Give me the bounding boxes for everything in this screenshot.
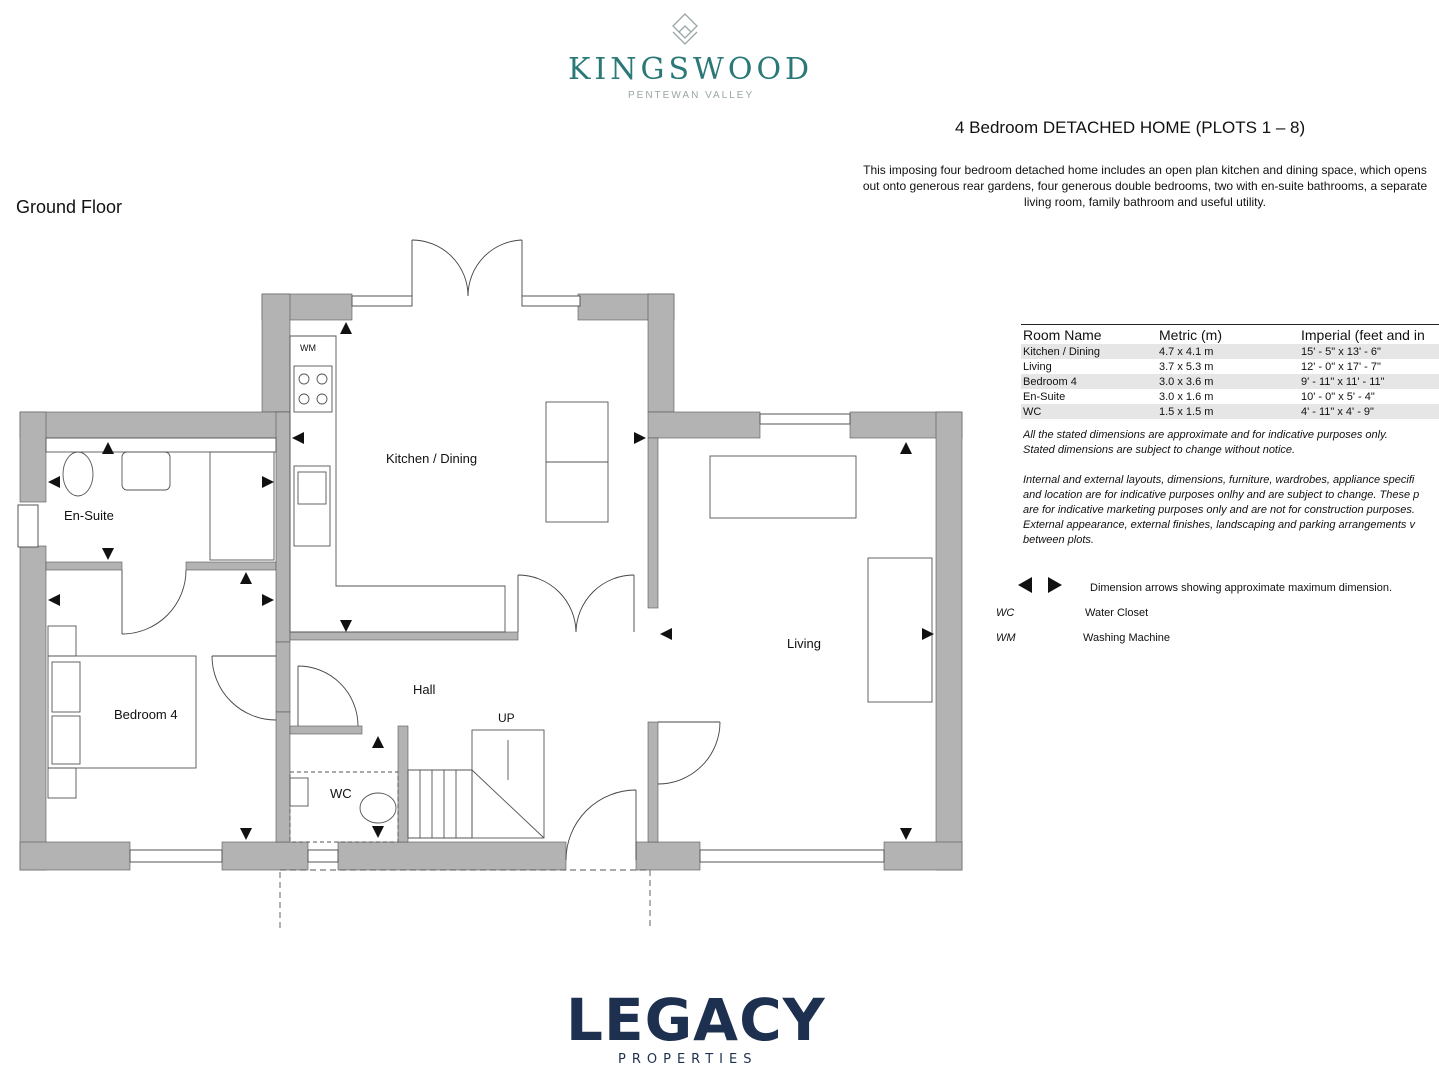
legacy-brand-name: LEGACY bbox=[566, 986, 826, 1054]
walls bbox=[19, 293, 963, 871]
table-cell: 12' - 0" x 17' - 7" bbox=[1301, 360, 1381, 373]
dimensions-table-wrap: Room Name Metric (m) Imperial (feet and … bbox=[1021, 324, 1439, 419]
table-cell: 15' - 5" x 13' - 6" bbox=[1299, 344, 1439, 359]
table-cell: WC bbox=[1021, 404, 1157, 419]
table-cell: 4.7 x 4.1 m bbox=[1157, 344, 1299, 359]
kingswood-emblem-icon bbox=[672, 13, 698, 45]
legend-wc-text: Water Closet bbox=[1085, 607, 1149, 619]
header-metric: Metric (m) bbox=[1157, 324, 1299, 344]
note-line: External appearance, external finishes, … bbox=[1023, 519, 1415, 531]
table-cell: 3.0 x 3.6 m bbox=[1157, 374, 1299, 389]
table-cell: 9' - 11" x 11' - 11" bbox=[1299, 374, 1439, 389]
living-label: Living bbox=[787, 636, 821, 651]
header-imperial: Imperial (feet and in bbox=[1299, 324, 1439, 344]
legend-wc-key: WC bbox=[996, 607, 1015, 619]
note-line: between plots. bbox=[1023, 534, 1094, 546]
table-cell: 3.7 x 5.3 m bbox=[1159, 360, 1214, 373]
table-cell: 1.5 x 1.5 m bbox=[1157, 404, 1299, 419]
table-cell: Living bbox=[1023, 360, 1052, 373]
note-line: All the stated dimensions are approximat… bbox=[1023, 429, 1388, 441]
floor-title: Ground Floor bbox=[16, 197, 123, 217]
doors bbox=[121, 239, 721, 861]
table-cell: 3.0 x 1.6 m bbox=[1159, 390, 1214, 403]
table-cell: 10' - 0" x 5' - 4" bbox=[1301, 390, 1375, 403]
note-line: and location are for indicative purposes… bbox=[1023, 489, 1420, 501]
kingswood-brand-name: KINGSWOOD bbox=[568, 52, 814, 87]
note-line: Internal and external layouts, dimension… bbox=[1023, 474, 1415, 486]
ensuite-label: En-Suite bbox=[64, 508, 114, 523]
wm-label: WM bbox=[300, 343, 316, 353]
table-row: En-Suite 3.0 x 1.6 m 10' - 0" x 5' - 4" bbox=[1021, 389, 1439, 404]
fixtures bbox=[45, 335, 933, 930]
stairs-up-label: UP bbox=[498, 711, 515, 725]
legacy-brand-sub: PROPERTIES bbox=[618, 1052, 758, 1067]
table-cell: En-Suite bbox=[1023, 390, 1066, 403]
table-row: Bedroom 4 3.0 x 3.6 m 9' - 11" x 11' - 1… bbox=[1021, 374, 1439, 389]
kingswood-logo: KINGSWOOD PENTEWAN VALLEY bbox=[560, 12, 810, 102]
wc-label: WC bbox=[330, 786, 352, 801]
page-title: 4 Bedroom DETACHED HOME (PLOTS 1 – 8) bbox=[955, 118, 1306, 137]
header-room-name: Room Name bbox=[1021, 324, 1157, 344]
note-line: are for indicative marketing purposes on… bbox=[1023, 504, 1415, 516]
table-row: Kitchen / Dining 4.7 x 4.1 m 15' - 5" x … bbox=[1021, 344, 1439, 359]
table-row: Living 3.7 x 5.3 m 12' - 0" x 17' - 7" bbox=[1021, 359, 1439, 374]
home-description: This imposing four bedroom detached home… bbox=[862, 163, 1428, 209]
windows bbox=[17, 295, 885, 863]
dimension-arrows-legend-icon bbox=[1018, 577, 1062, 593]
table-cell: 4' - 11" x 4' - 9" bbox=[1299, 404, 1439, 419]
table-row: WC 1.5 x 1.5 m 4' - 11" x 4' - 9" bbox=[1021, 404, 1439, 419]
disclaimer-notes: All the stated dimensions are approximat… bbox=[1023, 428, 1439, 548]
table-cell: Bedroom 4 bbox=[1021, 374, 1157, 389]
floor-plan bbox=[17, 239, 963, 930]
note-line: Stated dimensions are subject to change … bbox=[1023, 444, 1296, 456]
dimension-arrows bbox=[48, 322, 934, 840]
table-cell: Kitchen / Dining bbox=[1021, 344, 1157, 359]
kingswood-brand-sub: PENTEWAN VALLEY bbox=[628, 90, 755, 101]
table-header-row: Room Name Metric (m) Imperial (feet and … bbox=[1021, 324, 1439, 344]
bedroom-4-label: Bedroom 4 bbox=[114, 707, 178, 722]
hall-label: Hall bbox=[413, 682, 436, 697]
legend-arrows-text: Dimension arrows showing approximate max… bbox=[1090, 582, 1393, 594]
kitchen-dining-label: Kitchen / Dining bbox=[386, 451, 478, 466]
dimensions-table: Room Name Metric (m) Imperial (feet and … bbox=[1021, 324, 1439, 419]
legend-wm-text: Washing Machine bbox=[1083, 632, 1171, 644]
legend-wm-key: WM bbox=[996, 632, 1016, 644]
